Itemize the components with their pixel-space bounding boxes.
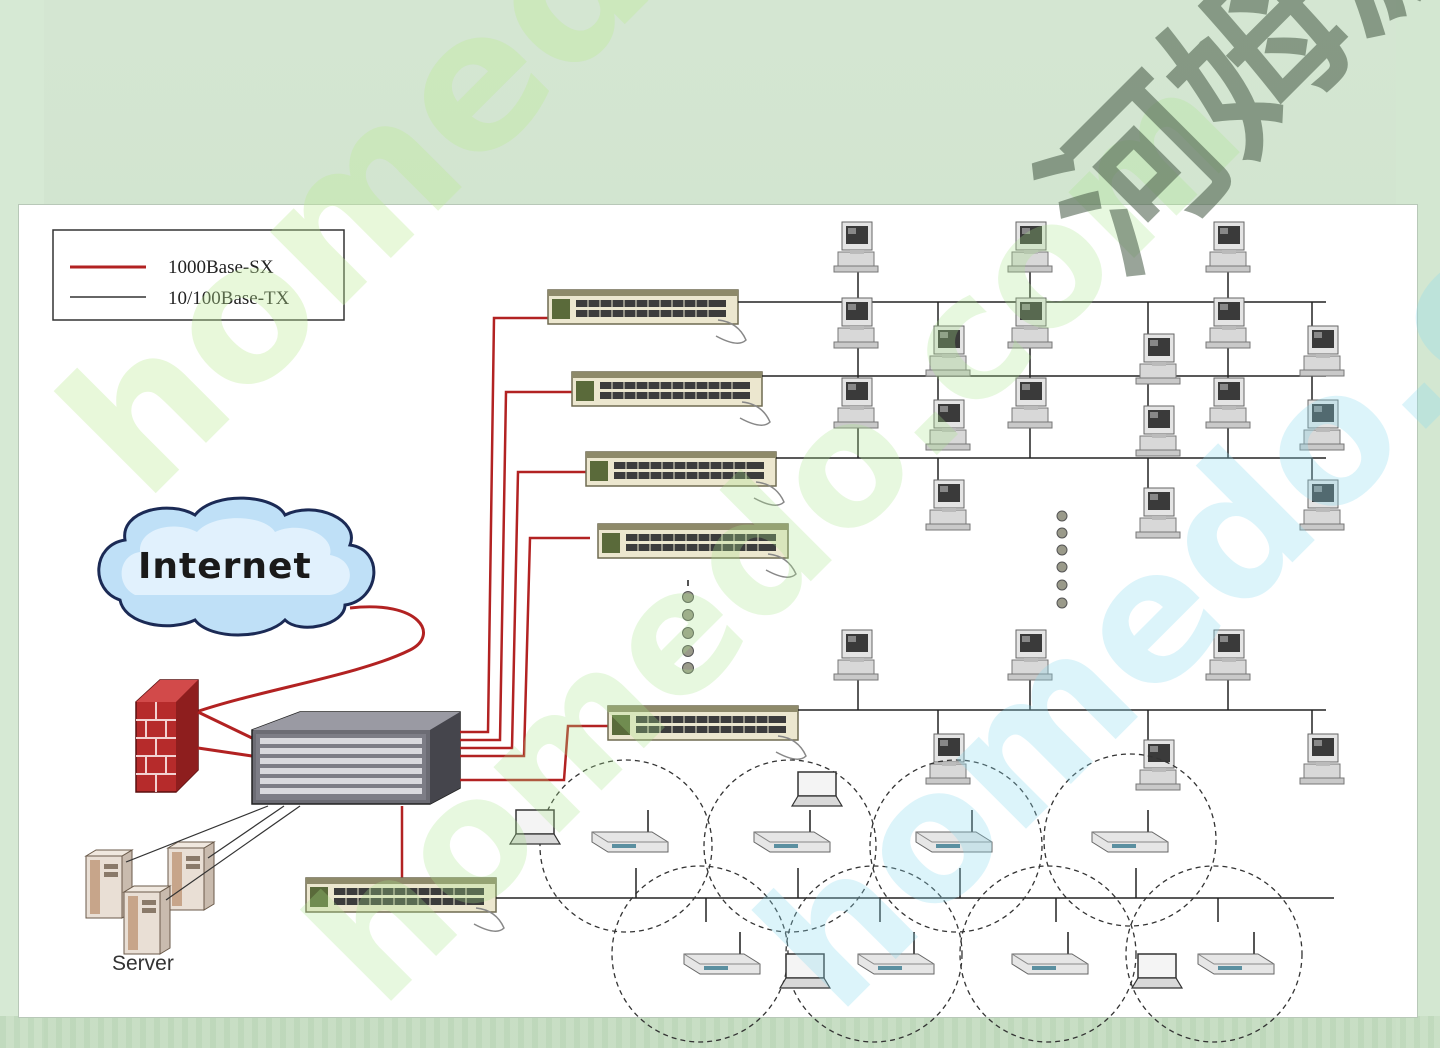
pc-icon — [925, 325, 971, 377]
pc-icon — [833, 629, 879, 681]
server-icon — [123, 885, 171, 955]
pc-icon — [925, 399, 971, 451]
firewall-core-link-1 — [197, 710, 253, 740]
access-switch-1 — [547, 289, 747, 344]
laptop-icon — [791, 771, 843, 807]
access-point-icon — [1091, 809, 1169, 853]
wireless-switch — [305, 877, 505, 932]
server-cluster: Server — [85, 805, 301, 975]
legend: 1000Base-SX 10/100Base-TX — [52, 229, 345, 321]
access-point-icon — [753, 809, 831, 853]
laptop-icon — [509, 809, 561, 845]
ellipsis-dots — [682, 510, 1068, 674]
workstations — [833, 221, 1345, 791]
pc-icon — [1205, 221, 1251, 273]
firewall-icon — [135, 679, 199, 793]
copper-buses — [496, 270, 1334, 922]
pc-icon — [833, 297, 879, 349]
internet-fiber-link — [195, 605, 425, 714]
fiber-uplinks — [400, 316, 608, 878]
server-icon — [167, 841, 215, 911]
wireless-cells — [539, 753, 1303, 1043]
pc-icon — [1007, 629, 1053, 681]
firewall-core-link-2 — [197, 746, 253, 758]
pc-icon — [1135, 405, 1181, 457]
pc-icon — [1007, 297, 1053, 349]
access-point-icon — [1197, 931, 1275, 975]
legend-box — [52, 229, 345, 321]
pc-icon — [1299, 399, 1345, 451]
server-label: Server — [112, 952, 174, 975]
laptop-icon — [1131, 953, 1183, 989]
pc-icon — [1007, 221, 1053, 273]
pc-icon — [833, 377, 879, 429]
legend-fiber-label: 1000Base-SX — [168, 257, 274, 278]
pc-icon — [1299, 733, 1345, 785]
pc-icon — [1205, 297, 1251, 349]
pc-icon — [925, 733, 971, 785]
access-point-icon — [683, 931, 761, 975]
access-switch-4 — [597, 523, 797, 578]
access-switch-3 — [585, 451, 785, 506]
access-point-icon — [591, 809, 669, 853]
internet-label: Internet — [138, 546, 312, 587]
access-switch-2 — [571, 371, 771, 426]
access-switch-5 — [607, 705, 807, 760]
pc-icon — [1205, 629, 1251, 681]
laptop-icon — [779, 953, 831, 989]
pc-icon — [1135, 333, 1181, 385]
pc-icon — [925, 479, 971, 531]
bottom-texture — [0, 1016, 1440, 1048]
pc-icon — [1299, 479, 1345, 531]
pc-icon — [1135, 739, 1181, 791]
pc-icon — [1205, 377, 1251, 429]
pc-icon — [833, 221, 879, 273]
access-point-icon — [857, 931, 935, 975]
pc-icon — [1135, 487, 1181, 539]
access-point-icon — [1011, 931, 1089, 975]
internet-cloud: Internet — [97, 496, 376, 637]
core-switch-icon — [251, 711, 461, 805]
legend-copper-label: 10/100Base-TX — [168, 288, 290, 309]
pc-icon — [1007, 377, 1053, 429]
access-point-icon — [915, 809, 993, 853]
pc-icon — [1299, 325, 1345, 377]
